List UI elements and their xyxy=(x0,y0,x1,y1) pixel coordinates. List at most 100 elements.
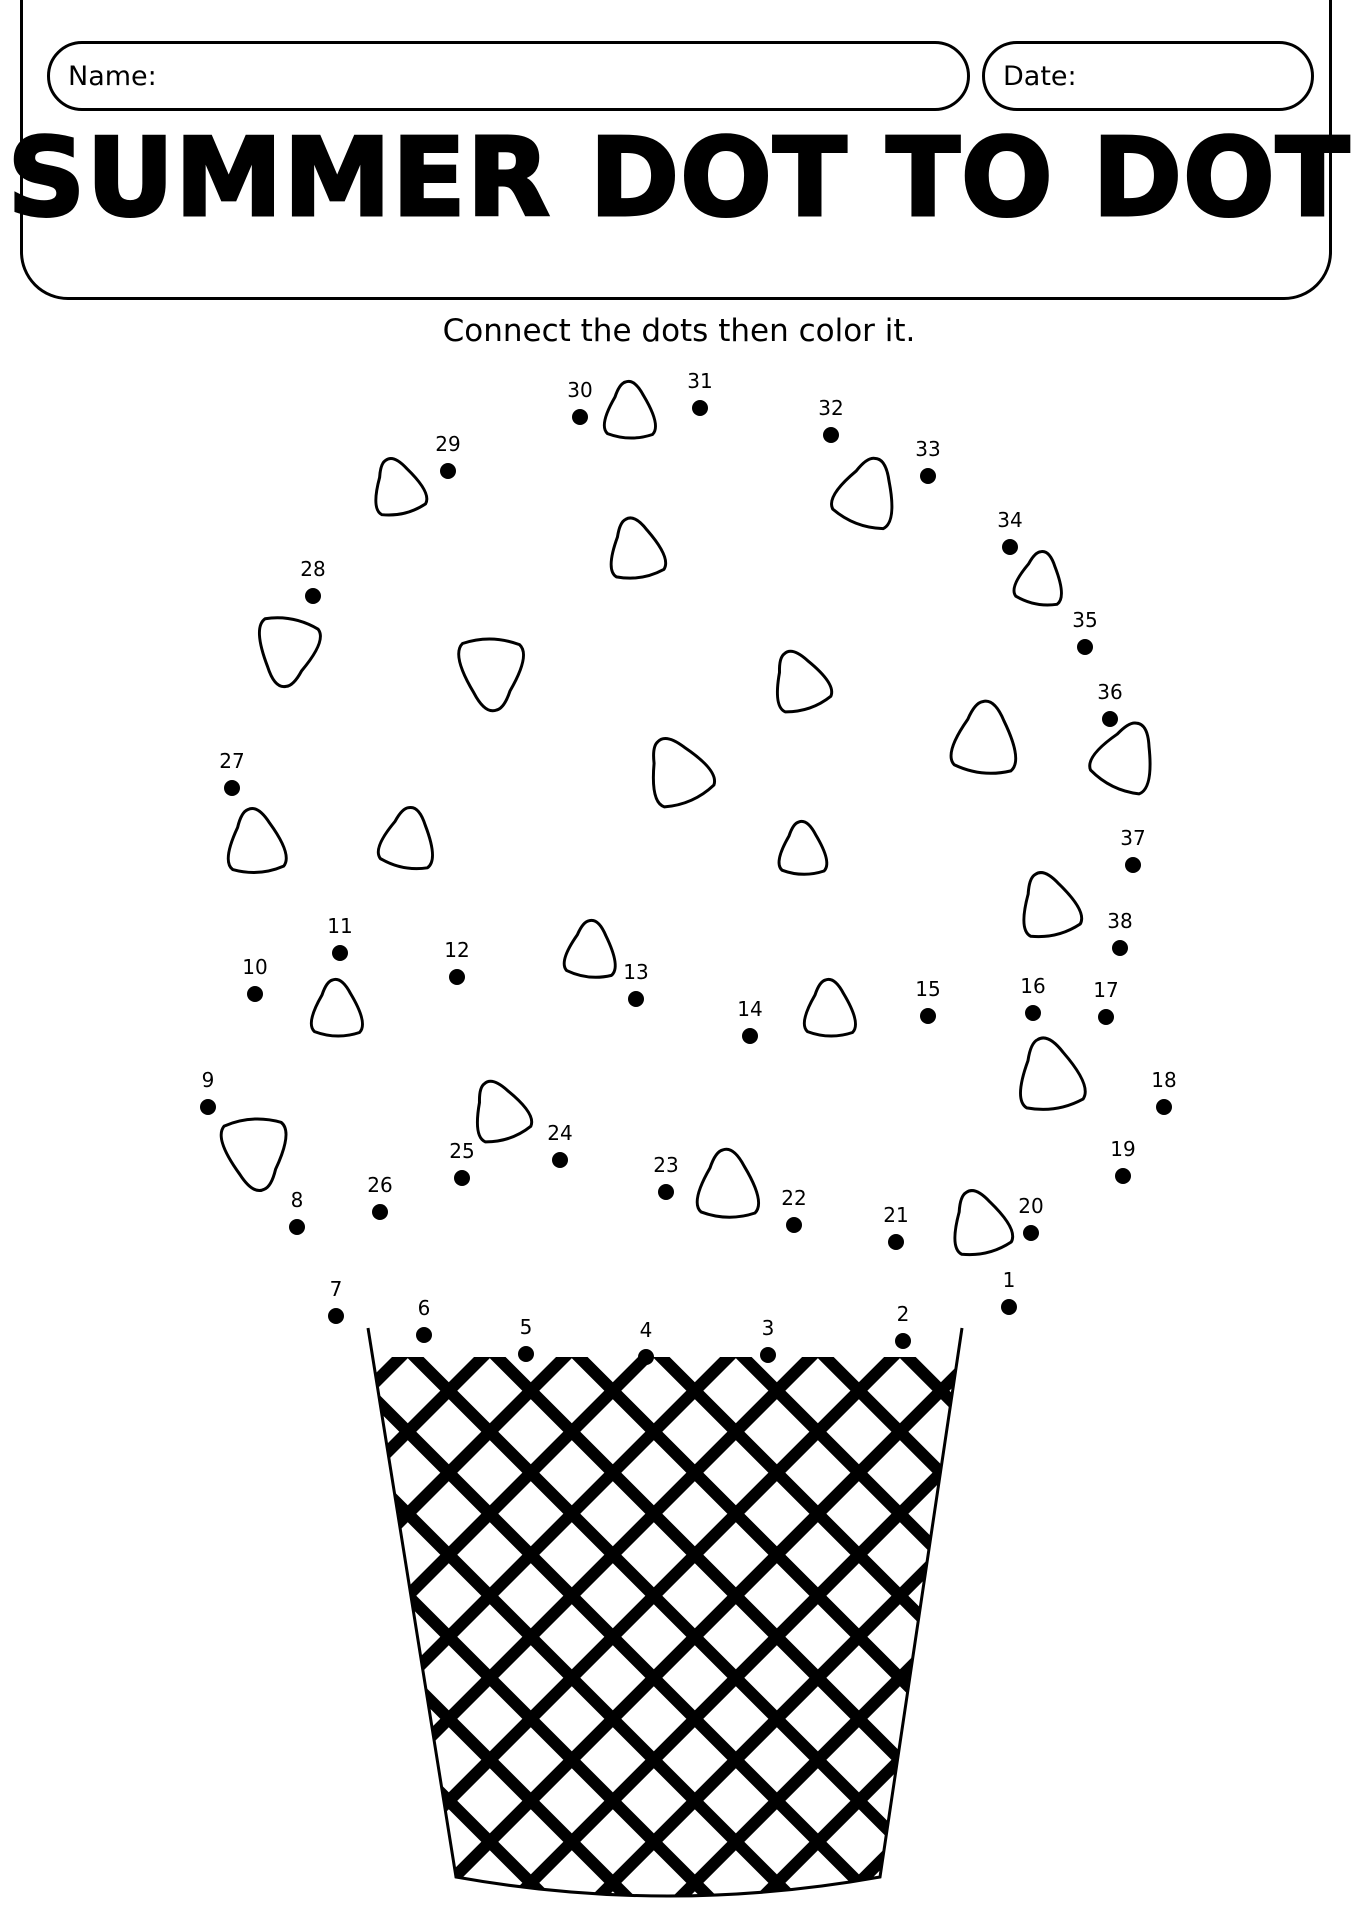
dot-26 xyxy=(372,1204,388,1220)
dot-24 xyxy=(552,1152,568,1168)
dot-36 xyxy=(1102,711,1118,727)
dot-label-11: 11 xyxy=(327,914,352,938)
dot-29 xyxy=(440,463,456,479)
dot-label-6: 6 xyxy=(418,1296,431,1320)
dot-3 xyxy=(760,1347,776,1363)
dot-label-31: 31 xyxy=(687,369,712,393)
dot-label-5: 5 xyxy=(520,1315,533,1339)
name-label: Name: xyxy=(68,60,157,92)
sprinkle xyxy=(602,379,657,440)
dot-label-16: 16 xyxy=(1020,974,1045,998)
sprinkle xyxy=(830,456,894,531)
dot-label-8: 8 xyxy=(291,1188,304,1212)
sprinkle xyxy=(777,819,829,876)
sprinkle xyxy=(651,736,717,809)
dot-10 xyxy=(247,986,263,1002)
dot-9 xyxy=(200,1099,216,1115)
dot-13 xyxy=(628,991,644,1007)
dot-label-24: 24 xyxy=(547,1121,572,1145)
dot-34 xyxy=(1002,539,1018,555)
dot-label-21: 21 xyxy=(883,1203,908,1227)
dot-38 xyxy=(1112,940,1128,956)
dot-4 xyxy=(638,1349,654,1365)
sprinkle xyxy=(219,1117,288,1192)
sprinkle xyxy=(374,457,429,517)
dot-12 xyxy=(449,969,465,985)
dot-label-12: 12 xyxy=(444,938,469,962)
sprinkle xyxy=(953,1189,1015,1257)
dot-label-14: 14 xyxy=(737,997,762,1021)
sprinkle xyxy=(309,977,364,1038)
sprinkle xyxy=(562,918,617,979)
dot-label-28: 28 xyxy=(300,557,325,581)
dot-27 xyxy=(224,780,240,796)
sprinkle xyxy=(1088,721,1152,796)
dot-label-27: 27 xyxy=(219,749,244,773)
dot-label-33: 33 xyxy=(915,437,940,461)
date-label: Date: xyxy=(1003,60,1077,92)
dot-label-36: 36 xyxy=(1097,680,1122,704)
dot-22 xyxy=(786,1217,802,1233)
dot-32 xyxy=(823,427,839,443)
sprinkle xyxy=(475,1079,534,1144)
dot-14 xyxy=(742,1028,758,1044)
dot-label-20: 20 xyxy=(1018,1194,1043,1218)
dot-6 xyxy=(416,1327,432,1343)
dot-30 xyxy=(572,409,588,425)
name-field[interactable]: Name: xyxy=(47,41,970,111)
sprinkle xyxy=(949,699,1018,775)
dot-23 xyxy=(658,1184,674,1200)
dot-33 xyxy=(920,468,936,484)
dot-label-29: 29 xyxy=(435,432,460,456)
dot-label-9: 9 xyxy=(202,1068,215,1092)
header-box xyxy=(20,0,1332,300)
dot-15 xyxy=(920,1008,936,1024)
dot-25 xyxy=(454,1170,470,1186)
dot-18 xyxy=(1156,1099,1172,1115)
sprinkle xyxy=(609,516,668,580)
dot-21 xyxy=(888,1234,904,1250)
dot-label-7: 7 xyxy=(330,1277,343,1301)
instruction-text: Connect the dots then color it. xyxy=(442,313,916,349)
dot-label-2: 2 xyxy=(897,1302,910,1326)
dot-37 xyxy=(1125,857,1141,873)
sprinkle xyxy=(802,977,857,1038)
dot-label-10: 10 xyxy=(242,955,267,979)
dot-label-22: 22 xyxy=(781,1186,806,1210)
sprinkles xyxy=(219,379,1152,1257)
sprinkle xyxy=(1022,871,1084,939)
sprinkle xyxy=(775,649,834,714)
dot-label-4: 4 xyxy=(640,1318,653,1342)
sprinkle xyxy=(226,807,288,875)
dot-17 xyxy=(1098,1009,1114,1025)
dot-16 xyxy=(1025,1005,1041,1021)
dot-7 xyxy=(328,1308,344,1324)
dot-label-35: 35 xyxy=(1072,608,1097,632)
sprinkle xyxy=(695,1147,761,1219)
sprinkle xyxy=(1012,550,1063,607)
date-field[interactable]: Date: xyxy=(982,41,1314,111)
dot-20 xyxy=(1023,1225,1039,1241)
dot-label-15: 15 xyxy=(915,977,940,1001)
dot-2 xyxy=(895,1333,911,1349)
dot-label-30: 30 xyxy=(567,378,592,402)
dot-35 xyxy=(1077,639,1093,655)
dot-8 xyxy=(289,1219,305,1235)
dot-label-18: 18 xyxy=(1151,1068,1176,1092)
dot-label-1: 1 xyxy=(1003,1268,1016,1292)
dot-label-3: 3 xyxy=(762,1316,775,1340)
dot-5 xyxy=(518,1346,534,1362)
dot-label-32: 32 xyxy=(818,396,843,420)
dot-28 xyxy=(305,588,321,604)
sprinkle xyxy=(1019,1036,1087,1111)
dot-11 xyxy=(332,945,348,961)
dot-31 xyxy=(692,400,708,416)
dot-1 xyxy=(1001,1299,1017,1315)
sprinkle xyxy=(376,805,434,871)
worksheet-title: SUMMER DOT TO DOT xyxy=(6,116,1351,241)
dot-label-19: 19 xyxy=(1110,1137,1135,1161)
sprinkle xyxy=(257,616,322,689)
sprinkle xyxy=(457,637,526,713)
